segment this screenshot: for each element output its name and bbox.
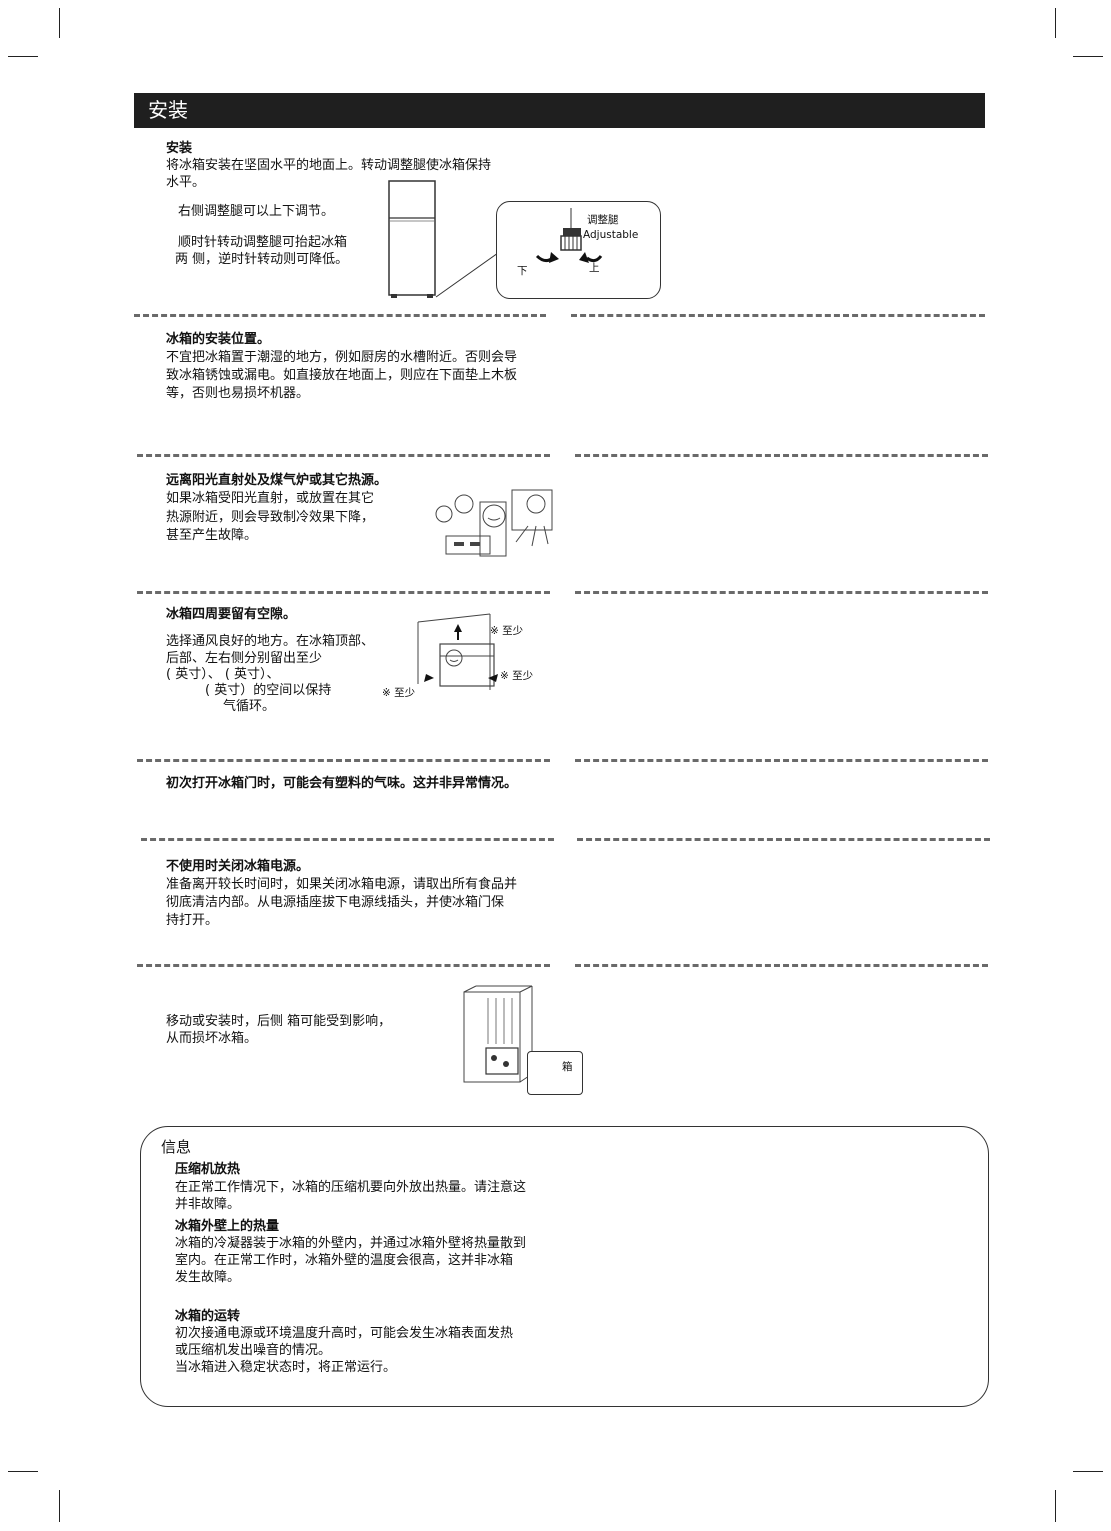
install-note2-line1: 顺时针转动调整腿可抬起冰箱 [178,235,348,250]
divider [137,964,550,967]
power-heading: 不使用时关闭冰箱电源。 [166,859,310,874]
install-heading: 安装 [166,141,193,156]
clearance-label-right: ※ 至少 [500,670,534,682]
install-note1: 右侧调整腿可以上下调节。 [178,204,335,219]
info-s2-heading: 冰箱外壁上的热量 [175,1219,280,1234]
fridge-front-illustration [388,180,436,298]
info-s1-heading: 压缩机放热 [175,1162,241,1177]
info-box: 信息 压缩机放热 在正常工作情况下，冰箱的压缩机要向外放出热量。请注意这 并非故… [140,1126,989,1407]
heat-line2: 热源附近，则会导致制冷效果下降， [166,510,375,525]
info-s2-line1: 冰箱的冷凝器装于冰箱的外壁内，并通过冰箱外壁将热量散到 [175,1236,527,1251]
clearance-line5: 气循环。 [223,699,276,714]
info-s3-heading: 冰箱的运转 [175,1309,241,1324]
heat-line3: 甚至产生故障。 [166,528,258,543]
crop-mark [8,56,38,57]
info-s3-line2: 或压缩机发出噪音的情况。 [175,1343,332,1358]
divider [575,759,988,762]
crop-mark [59,1490,60,1522]
compressor-callout: 箱 [527,1051,583,1095]
install-intro-line2: 水平。 [166,175,206,190]
moving-line2: 从而损坏冰箱。 [166,1031,258,1046]
clearance-line3: ( 英寸）、 ( 英寸）、 [166,667,280,682]
power-line3: 持打开。 [166,913,219,928]
heat-line1: 如果冰箱受阳光直射，或放置在其它 [166,491,375,506]
clearance-line4: ( 英寸）的空间以保持 [205,683,332,698]
crop-mark [1073,56,1103,57]
divider [577,838,990,841]
divider [575,591,988,594]
adjustable-leg-icon [535,208,603,263]
crop-mark [1055,8,1056,38]
section-header: 安装 [134,93,985,128]
info-s3-line3: 当冰箱进入稳定状态时，将正常运行。 [175,1360,397,1375]
clearance-heading: 冰箱四周要留有空隙。 [166,607,297,622]
crop-mark [8,1471,38,1472]
clearance-line1: 选择通风良好的地方。在冰箱顶部、 [166,634,375,649]
clearance-line2: 后部、左右侧分别留出至少 [166,651,323,666]
install-intro-line1: 将冰箱安装在坚固水平的地面上。转动调整腿使冰箱保持 [166,158,492,173]
divider [575,964,988,967]
install-note2-line2: 两 侧，逆时针转动则可降低。 [175,252,349,267]
divider [137,591,550,594]
sunlight-heat-illustration [435,489,553,557]
compressor-callout-label: 箱 [562,1061,573,1073]
moving-line1: 移动或安装时，后侧 箱可能受到影响， [166,1014,392,1029]
divider [571,314,985,317]
power-line2: 彻底清洁内部。从电源插座拔下电源线插头，并使冰箱门保 [166,895,505,910]
crop-mark [1055,1490,1056,1522]
adjustable-leg-callout: 调整腿 Adjustable 下 上 [496,201,661,299]
clearance-illustration [417,613,498,690]
clearance-label-top: ※ 至少 [490,625,524,637]
crop-mark [59,8,60,38]
divider [141,838,554,841]
smell-text: 初次打开冰箱门时，可能会有塑料的气味。这并非异常情况。 [166,776,518,791]
location-line2: 致冰箱锈蚀或漏电。如直接放在地面上，则应在下面垫上木板 [166,368,518,383]
divider [137,759,550,762]
info-s1-line1: 在正常工作情况下，冰箱的压缩机要向外放出热量。请注意这 [175,1180,527,1195]
divider [575,454,988,457]
pointer-line [435,252,499,298]
power-line1: 准备离开较长时间时，如果关闭冰箱电源，请取出所有食品并 [166,877,518,892]
callout-label-en: Adjustable [583,229,639,241]
heat-heading: 远离阳光直射处及煤气炉或其它热源。 [166,473,388,488]
crop-mark [1073,1471,1103,1472]
info-s3-line1: 初次接通电源或环境温度升高时，可能会发生冰箱表面发热 [175,1326,514,1341]
info-s2-line2: 室内。在正常工作时，冰箱外壁的温度会很高，这并非冰箱 [175,1253,514,1268]
location-line3: 等，否则也易损坏机器。 [166,386,310,401]
location-heading: 冰箱的安装位置。 [166,332,271,347]
info-s2-line3: 发生故障。 [175,1270,241,1285]
info-title: 信息 [161,1138,192,1156]
location-line1: 不宜把冰箱置于潮湿的地方，例如厨房的水槽附近。否则会导 [166,350,518,365]
clearance-label-left: ※ 至少 [382,687,416,699]
divider [134,314,546,317]
callout-up: 上 [589,262,600,274]
section-title: 安装 [148,98,188,122]
divider [137,454,550,457]
info-s1-line2: 并非故障。 [175,1197,241,1212]
callout-label-cn: 调整腿 [587,214,619,226]
callout-down: 下 [517,265,528,277]
